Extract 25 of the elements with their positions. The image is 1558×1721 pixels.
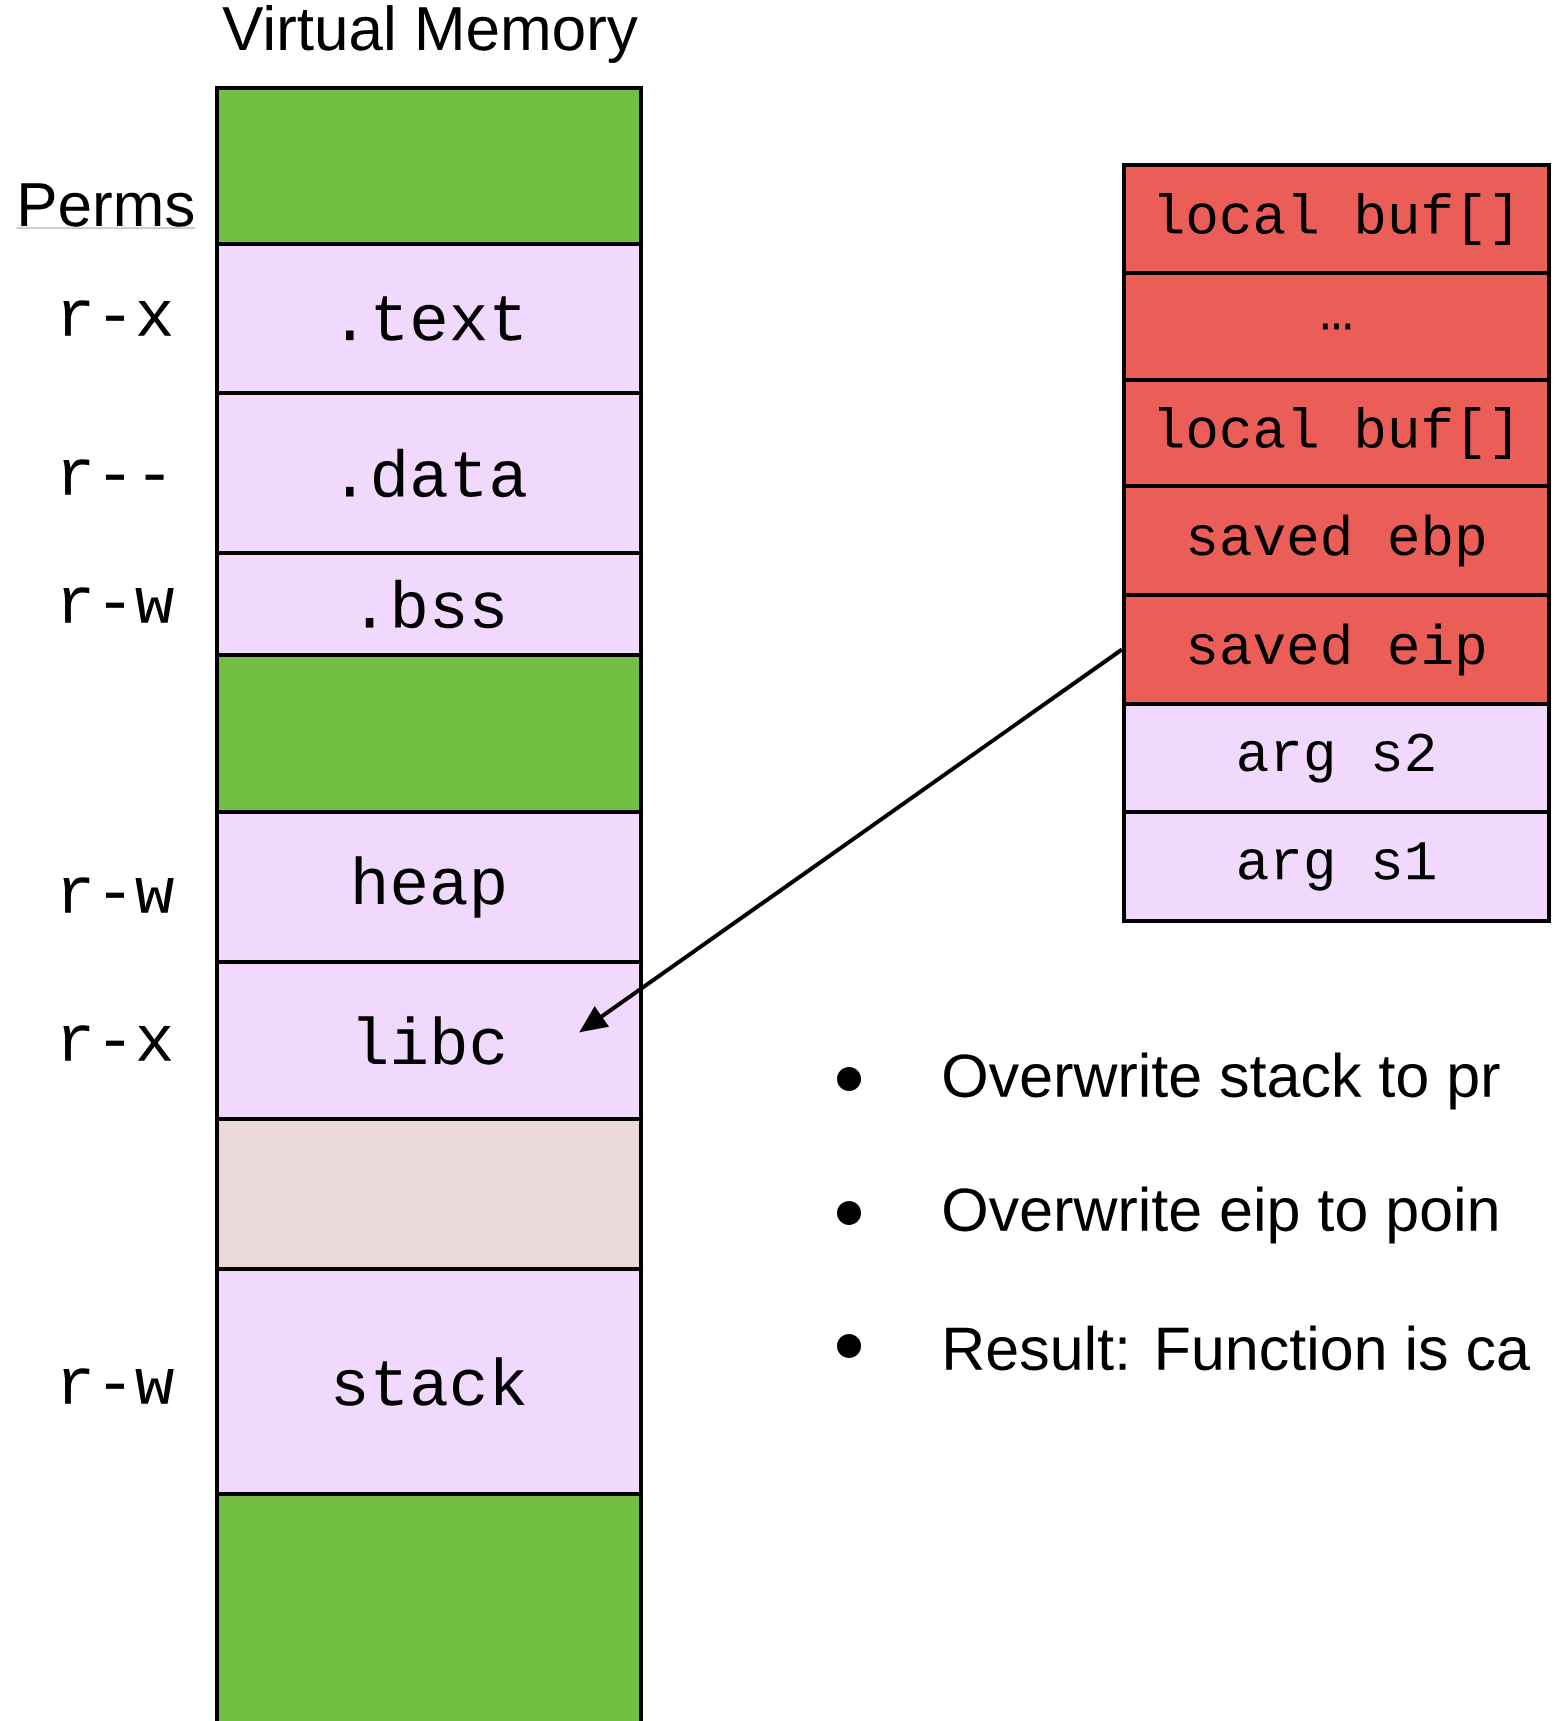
memory-segment: .data [215,391,643,555]
memory-segment: stack [215,1267,643,1496]
permission-label: r-- [63,459,164,495]
stack-frame-slot: local buf[] [1122,163,1551,275]
permission-label: r-x [63,1025,172,1061]
bullet-item: Overwrite eip to poin [944,1186,1497,1244]
memory-segment: .text [215,242,643,395]
memory-segment: .bss [215,551,643,657]
permission-label: r-w [63,1368,174,1404]
permission-label: r-w [63,877,174,913]
stack-frame-slot: local buf[] [1122,378,1551,488]
memory-segment: heap [215,810,643,964]
column-heading: Perms [16,183,196,229]
stack-frame-slot: … [1122,271,1551,382]
stack-frame-slot: arg s1 [1122,810,1551,923]
bullet-item: Result: Function is ca [946,1325,1530,1371]
bullet-item: Overwrite stack to pr [944,1052,1500,1110]
permission-label: r-w [63,587,174,623]
stack-frame-slot: arg s2 [1122,702,1551,814]
stack-frame-slot: saved ebp [1122,484,1551,597]
memory-segment: libc [215,960,643,1121]
memory-segment [215,1492,643,1721]
column-title: Virtual Memory [222,5,638,63]
permission-label: r-x [63,300,172,336]
stack-frame-slot: saved eip [1122,593,1551,706]
